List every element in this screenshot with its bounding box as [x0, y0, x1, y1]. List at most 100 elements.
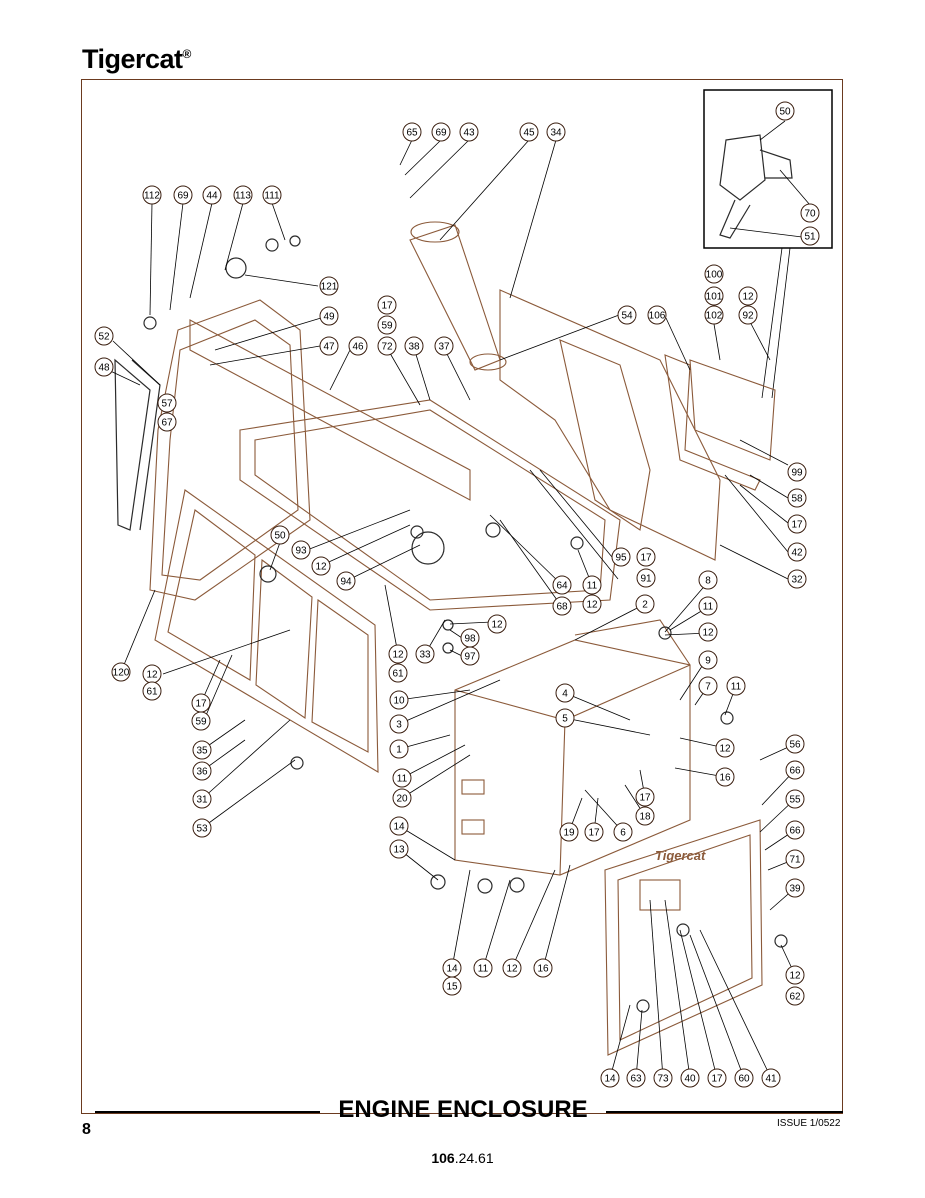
callout-6: 6 [613, 822, 633, 842]
callout-18: 18 [635, 806, 655, 826]
callout-label: 45 [523, 128, 535, 139]
callout-17: 17 [635, 787, 655, 807]
callout-label: 91 [640, 574, 652, 585]
callout-label: 67 [161, 418, 173, 429]
callout-39: 39 [785, 878, 805, 898]
callout-14: 14 [442, 958, 462, 978]
callout-bubble [402, 122, 422, 142]
callout-bubble [142, 185, 162, 205]
callout-label: 1 [396, 745, 402, 756]
callout-bubble [192, 789, 212, 809]
callout-label: 51 [804, 232, 816, 243]
callout-bubble [389, 839, 409, 859]
callout-label: 46 [352, 342, 364, 353]
inset-detail-box [703, 89, 833, 249]
inset-part [719, 134, 793, 239]
callout-12: 12 [388, 644, 408, 664]
callout-label: 63 [630, 1074, 642, 1085]
callout-11: 11 [698, 596, 718, 616]
callout-label: 17 [195, 699, 207, 710]
callout-19: 19 [559, 822, 579, 842]
callout-101: 101 [704, 286, 724, 306]
callout-32: 32 [787, 569, 807, 589]
callout-label: 8 [705, 576, 711, 587]
callout-17: 17 [787, 514, 807, 534]
callout-65: 65 [402, 122, 422, 142]
callout-12: 12 [311, 556, 331, 576]
callout-label: 39 [789, 884, 801, 895]
callout-bubble [191, 711, 211, 731]
callout-12: 12 [738, 286, 758, 306]
callout-17: 17 [377, 295, 397, 315]
callout-bubble [787, 569, 807, 589]
callout-label: 11 [478, 964, 489, 975]
callout-48: 48 [94, 357, 114, 377]
callout-bubble [487, 614, 507, 634]
callout-label: 120 [113, 668, 130, 679]
callout-59: 59 [377, 315, 397, 335]
callout-bubble [635, 806, 655, 826]
callout-bubble [94, 357, 114, 377]
callout-97: 97 [460, 646, 480, 666]
callout-bubble [647, 305, 667, 325]
callout-69: 69 [431, 122, 451, 142]
leader-lines [103, 120, 811, 1079]
callout-bubble [785, 986, 805, 1006]
callout-bubble [442, 976, 462, 996]
callout-7: 7 [698, 676, 718, 696]
callout-label: 112 [144, 191, 160, 202]
callout-bubble [734, 1068, 754, 1088]
callout-66: 66 [785, 820, 805, 840]
callout-112: 112 [142, 185, 162, 205]
callout-bubble [626, 1068, 646, 1088]
title-rule-left [95, 1111, 320, 1113]
page-title: ENGINE ENCLOSURE [338, 1096, 588, 1123]
callout-label: 62 [789, 992, 801, 1003]
callout-label: 47 [323, 342, 335, 353]
callout-bubble [715, 738, 735, 758]
callout-bubble [704, 264, 724, 284]
callout-label: 17 [588, 828, 600, 839]
callout-bubble [636, 547, 656, 567]
callout-15: 15 [442, 976, 462, 996]
callout-12: 12 [487, 614, 507, 634]
callout-bubble [785, 849, 805, 869]
callout-label: 59 [195, 717, 207, 728]
callout-72: 72 [377, 336, 397, 356]
callout-bubble [600, 1068, 620, 1088]
callout-label: 12 [742, 292, 754, 303]
callout-label: 93 [295, 546, 307, 557]
callout-bubble [388, 644, 408, 664]
inset-leader [761, 247, 791, 399]
callout-label: 6 [620, 828, 626, 839]
issue-label: ISSUE 1/0522 [777, 1118, 841, 1129]
callout-36: 36 [192, 761, 212, 781]
callout-100: 100 [704, 264, 724, 284]
callout-bubble [787, 488, 807, 508]
callout-label: 13 [393, 845, 405, 856]
callout-label: 11 [731, 682, 742, 693]
callout-label: 43 [463, 128, 475, 139]
callout-label: 68 [556, 602, 568, 613]
callout-52: 52 [94, 326, 114, 346]
callout-bubble [555, 683, 575, 703]
brand-logo: Tigercat® [82, 44, 191, 75]
callout-111: 111 [262, 185, 282, 205]
callout-bubble [94, 326, 114, 346]
callout-bubble [635, 594, 655, 614]
callout-bubble [738, 305, 758, 325]
callout-40: 40 [680, 1068, 700, 1088]
callout-bubble [787, 542, 807, 562]
callout-bubble [377, 336, 397, 356]
callout-label: 73 [657, 1074, 669, 1085]
callout-bubble [635, 787, 655, 807]
callout-label: 4 [562, 689, 568, 700]
title-rule-right [606, 1111, 843, 1113]
callout-label: 61 [392, 669, 404, 680]
callout-bubble [142, 681, 162, 701]
callout-bubble [388, 663, 408, 683]
callout-bubble [698, 622, 718, 642]
callout-34: 34 [546, 122, 566, 142]
